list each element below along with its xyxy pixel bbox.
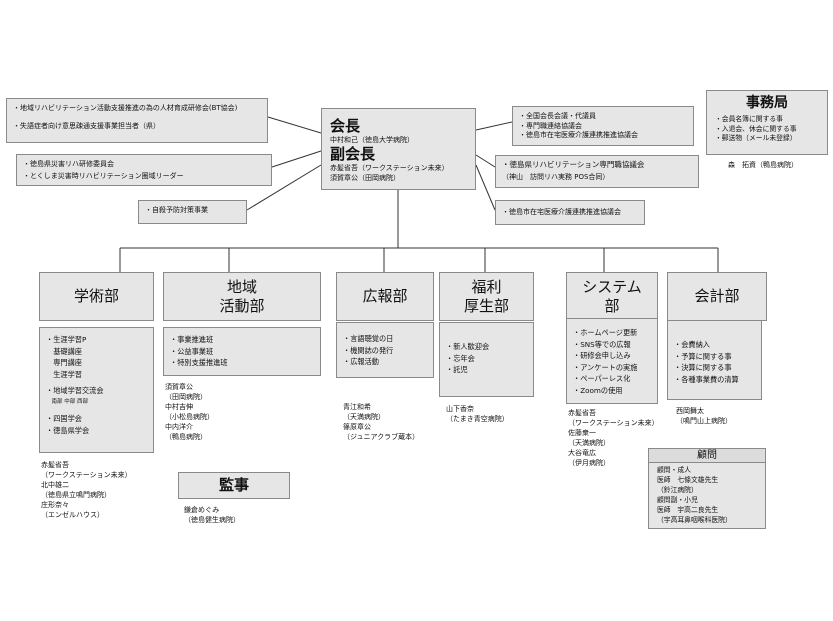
- connector-right-2: [475, 154, 496, 168]
- president-title: 会長: [330, 117, 361, 135]
- dept-header-academic: 学術部: [39, 272, 154, 321]
- right-box-rehab-council-item: ・徳島県リハビリテーション専門職協議会: [502, 160, 645, 169]
- advisor-line: 顧問副・小児: [657, 496, 698, 504]
- dept-system-members: 赤髪省吾 （ワークステーション未来） 佐藤衆一 （天満病院） 大谷竜広 （伊月病…: [568, 409, 659, 467]
- auditor-title: 監事: [218, 476, 249, 494]
- left-box-training-item: ・地域リハビリテーション活動支援推進の為の人材育成研修会(BT協会): [13, 104, 238, 112]
- connector-right-1: [475, 121, 513, 131]
- dept-welfare-item: ・新人歓迎会: [446, 342, 490, 351]
- auditor-members: 鎌倉めぐみ （徳島健生病院）: [184, 506, 240, 524]
- advisor-line: （宇高耳鼻咽喉科医院）: [657, 516, 732, 524]
- dept-system-title: システム 部: [582, 277, 642, 315]
- dept-community-item: ・事業推進班: [170, 335, 214, 344]
- connector-right-3: [475, 164, 496, 211]
- dept-academic-title: 学術部: [73, 287, 119, 305]
- right-box-national-item: ・全国会長会議・代議員: [519, 112, 596, 120]
- dept-header-system: システム 部: [566, 272, 658, 321]
- connector-left-1: [267, 116, 322, 134]
- dept-system-item: ・ペーパーレス化: [573, 374, 631, 383]
- left-box-suicide: ・自殺予防対策事業: [138, 200, 247, 224]
- connector-left-3: [246, 164, 322, 211]
- dept-header-accounting: 会計部: [667, 272, 767, 321]
- auditor-box: 監事: [178, 472, 290, 499]
- dept-system-item: ・アンケートの実施: [573, 362, 638, 372]
- dept-system-item: ・Zoomの使用: [573, 385, 623, 395]
- dept-pr-item: ・言語聴覚の日: [343, 334, 394, 343]
- dept-welfare-item: ・託児: [446, 365, 468, 374]
- dept-accounting-item: ・予算に関する事: [674, 351, 732, 361]
- right-box-home-care-item: ・徳島市在宅医療介護連携推進協議会: [502, 208, 621, 216]
- dept-system-item: ・ホームページ更新: [573, 328, 638, 337]
- secretariat-item: ・会員名簿に関する事: [715, 115, 783, 123]
- dept-academic-item: ・四国学会: [46, 414, 82, 423]
- dept-welfare-box: ・新人歓迎会 ・忘年会 ・託児: [439, 322, 534, 397]
- dept-system-item: ・SNS等での広報: [573, 339, 631, 349]
- president-name: 中村和己（徳島大学病院）: [330, 136, 414, 144]
- advisor-line: 医師 宇高二良先生: [657, 506, 719, 514]
- left-box-suicide-item: ・自殺予防対策事業: [145, 206, 208, 214]
- left-box-training-list: ・地域リハビリテーション活動支援推進の為の人材育成研修会(BT協会) ・失語症者…: [13, 102, 261, 132]
- dept-academic-item: 基礎講座: [46, 346, 82, 356]
- dept-community-item: ・公益事業班: [170, 346, 214, 356]
- dept-academic-item: 南部 中部 西部: [46, 398, 89, 405]
- dept-pr-box: ・言語聴覚の日 ・機関誌の発行 ・広報活動: [336, 322, 434, 378]
- dept-accounting-box: ・会費納入 ・予算に関する事 ・決算に関する事 ・各種事業費の清算: [667, 320, 762, 400]
- secretariat-item: ・入退会、休会に関する事: [715, 124, 797, 133]
- dept-academic-members: 赤髪省吾 （ワークステーション未来） 北中雄二 （徳島県立鳴門病院） 庄形奈々 …: [41, 461, 132, 519]
- dept-accounting-title: 会計部: [694, 287, 740, 305]
- right-box-national-item: ・徳島市在宅医療介護連携推進協議会: [519, 131, 638, 139]
- secretariat-person: 森 拓資（鴨島病院）: [728, 161, 798, 169]
- dept-academic-item: ・生涯学習P: [46, 335, 87, 344]
- dept-accounting-item: ・決算に関する事: [674, 363, 732, 372]
- dept-welfare-title: 福利 厚生部: [463, 277, 509, 315]
- left-box-training-item: ・失語症者向け意思疎通支援事業担当者（県）: [13, 122, 160, 130]
- advisor-line: （鈴江病院）: [657, 486, 698, 494]
- right-box-home-care: ・徳島市在宅医療介護連携推進協議会: [495, 200, 645, 225]
- dept-academic-item: ・地域学習交流会: [46, 386, 104, 395]
- advisors-box: 顧問 顧問・成人 医師 七條文雄先生 （鈴江病院） 顧問副・小児 医師 宇高二良…: [648, 448, 766, 529]
- advisor-line: 医師 七條文雄先生: [657, 476, 719, 484]
- dept-system-item: ・研修会申し込み: [573, 351, 631, 360]
- left-box-disaster-item: ・徳島県災害リハ研修委員会: [23, 160, 114, 168]
- dept-header-welfare: 福利 厚生部: [439, 272, 534, 321]
- secretariat-box: 事務局 ・会員名簿に関する事 ・入退会、休会に関する事 ・郵送物（メール未登録）: [706, 90, 828, 155]
- dept-community-title: 地域 活動部: [219, 277, 265, 315]
- dept-header-pr: 広報部: [336, 272, 434, 321]
- dept-accounting-item: ・各種事業費の清算: [674, 374, 739, 384]
- dept-pr-item: ・機関誌の発行: [343, 345, 394, 355]
- right-box-national: ・全国会長会議・代議員 ・専門職連絡協議会 ・徳島市在宅医療介護連携推進協議会: [512, 106, 694, 146]
- dept-academic-item: 生涯学習: [46, 369, 82, 379]
- dept-academic-item: ・徳島県学会: [46, 425, 90, 435]
- dept-academic-list: ・生涯学習P 基礎講座 専門講座 生涯学習 ・地域学習交流会 南部 中部 西部 …: [46, 334, 147, 436]
- right-box-rehab-council: ・徳島県リハビリテーション専門職協議会 （神山 訪問リハ実務 POS合同）: [495, 155, 699, 188]
- vice-president-names: 赤髪省吾（ワークステーション未来） 須賀章公（田岡病院）: [330, 164, 449, 182]
- dept-pr-item: ・広報活動: [343, 357, 379, 366]
- dept-pr-members: 青江和希 （天満病院） 篠原章公 （ジュニアクラブ蔵本）: [343, 403, 420, 441]
- secretariat-title: 事務局: [746, 95, 788, 111]
- right-box-national-item: ・専門職連絡協議会: [519, 122, 582, 130]
- dept-welfare-item: ・忘年会: [446, 353, 475, 363]
- dept-accounting-members: 西岡舞太 （鳴門山上病院）: [676, 407, 732, 425]
- dept-system-box: ・ホームページ更新 ・SNS等での広報 ・研修会申し込み ・アンケートの実施 ・…: [566, 318, 658, 404]
- dept-community-box: ・事業推進班 ・公益事業班 ・特別支援推進班: [163, 327, 321, 376]
- dept-header-community: 地域 活動部: [163, 272, 321, 321]
- advisors-title: 顧問: [649, 449, 765, 463]
- president-box: 会長 中村和己（徳島大学病院） 副会長 赤髪省吾（ワークステーション未来） 須賀…: [321, 108, 476, 190]
- dept-welfare-members: 山下香奈 （たまき青空病院）: [446, 405, 509, 423]
- secretariat-item: ・郵送物（メール未登録）: [715, 134, 797, 142]
- dept-community-members: 須賀章公 （田岡病院） 中村吉伸 （小松島病院） 中内洋介 （鴨島病院）: [165, 383, 214, 441]
- left-box-training: ・地域リハビリテーション活動支援推進の為の人材育成研修会(BT協会) ・失語症者…: [6, 98, 268, 143]
- dept-academic-box: ・生涯学習P 基礎講座 専門講座 生涯学習 ・地域学習交流会 南部 中部 西部 …: [39, 327, 154, 453]
- connector-left-2: [271, 150, 322, 168]
- vice-president-title: 副会長: [330, 145, 376, 163]
- dept-community-item: ・特別支援推進班: [170, 358, 228, 367]
- advisor-line: 顧問・成人: [657, 466, 691, 474]
- left-box-disaster: ・徳島県災害リハ研修委員会 ・とくしま災害時リハビリテーション圏域リーダー: [16, 154, 272, 186]
- dept-pr-title: 広報部: [362, 287, 408, 305]
- left-box-disaster-item: ・とくしま災害時リハビリテーション圏域リーダー: [23, 172, 184, 180]
- dept-academic-item: 専門講座: [46, 358, 82, 367]
- dept-accounting-item: ・会費納入: [674, 340, 710, 349]
- right-box-rehab-council-item: （神山 訪問リハ実務 POS合同）: [502, 173, 610, 181]
